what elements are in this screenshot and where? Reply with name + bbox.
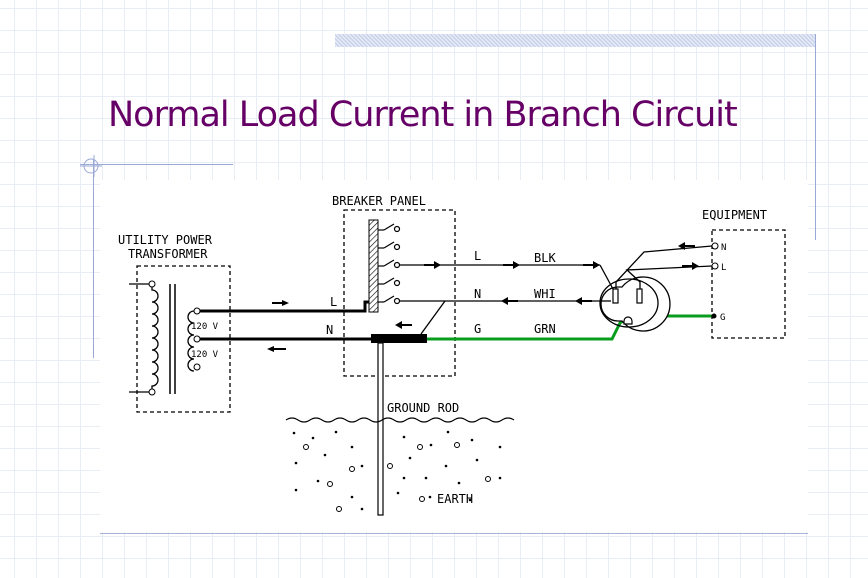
receptacle-ground-hole xyxy=(623,316,633,325)
secondary-terminal-center xyxy=(193,335,201,343)
breaker-panel-enclosure xyxy=(343,209,456,377)
equipment-enclosure xyxy=(711,229,786,339)
voltage-label-top: 120 V xyxy=(191,322,219,332)
secondary-terminal-bottom xyxy=(193,363,201,371)
breaker-switches xyxy=(378,223,401,305)
receptacle-body xyxy=(599,278,659,328)
equipment-terminal-g xyxy=(711,313,717,319)
earth-label: EARTH xyxy=(437,492,473,506)
feeder-conductors xyxy=(200,300,371,352)
receptacle-slot-left xyxy=(612,288,619,304)
cord-line xyxy=(625,265,713,289)
primary-terminal-top xyxy=(148,280,156,288)
feeder-line-conductor xyxy=(200,300,369,313)
crosshair-ornament-icon xyxy=(80,155,102,177)
earth-soil-pebbles xyxy=(303,442,491,512)
panel-line-label: L xyxy=(330,295,337,309)
transformer-label-line2: TRANSFORMER xyxy=(128,247,208,261)
breaker-panel: BREAKER PANEL L N xyxy=(326,194,456,377)
wire-letter-l: L xyxy=(474,249,481,263)
current-arrow-feeder-line xyxy=(282,300,289,306)
equipment-terminal-l xyxy=(711,262,719,270)
primary-terminal-bottom xyxy=(148,388,156,396)
current-arrows-cord xyxy=(678,242,699,270)
wire-letter-g: G xyxy=(474,322,481,336)
receptacle-slot-right xyxy=(636,288,643,304)
panel-bus-bar xyxy=(368,219,379,313)
secondary-winding xyxy=(187,310,195,372)
left-accent-rule xyxy=(93,160,94,358)
equipment: EQUIPMENT N L G xyxy=(702,208,786,339)
ground-rod-label: GROUND ROD xyxy=(387,401,459,415)
equipment-terminal-n xyxy=(711,242,719,250)
ground-rod xyxy=(377,342,384,516)
wire-color-grn: GRN xyxy=(534,322,556,336)
equipment-terminal-n-label: N xyxy=(721,243,726,253)
earth-soil-dots xyxy=(292,430,502,511)
header-accent-bar xyxy=(335,34,815,47)
wire-color-blk: BLK xyxy=(534,251,556,265)
current-arrow-feeder-neutral xyxy=(267,346,274,352)
equipment-label: EQUIPMENT xyxy=(702,208,767,222)
current-arrows-neutral xyxy=(395,297,592,329)
current-arrows-line xyxy=(424,261,600,269)
utility-transformer: UTILITY POWER TRANSFORMER 120 V 120 V xyxy=(118,233,231,413)
wire-letter-n: N xyxy=(474,287,481,301)
receptacle-outlet xyxy=(599,242,713,332)
right-accent-rule xyxy=(815,34,816,240)
primary-winding xyxy=(151,282,159,394)
wire-color-whi: WHI xyxy=(534,287,556,301)
breaker-panel-label: BREAKER PANEL xyxy=(332,194,426,208)
cord-neutral xyxy=(615,245,713,289)
ground-wire-grn xyxy=(427,314,712,341)
neutral-ground-bar xyxy=(371,334,427,343)
equipment-terminal-l-label: L xyxy=(721,263,726,273)
transformer-label-line1: UTILITY POWER xyxy=(118,233,213,247)
secondary-terminal-top xyxy=(193,307,201,315)
branch-circuit-diagram: UTILITY POWER TRANSFORMER 120 V 120 V BR… xyxy=(100,180,808,532)
slide-title: Normal Load Current in Branch Circuit xyxy=(108,95,738,135)
title-underline-rule xyxy=(80,164,233,165)
panel-neutral-label: N xyxy=(326,323,333,337)
ground-surface xyxy=(285,417,515,423)
grounding-electrode: GROUND ROD EARTH xyxy=(285,342,515,516)
footer-rule xyxy=(100,533,808,534)
equipment-terminal-g-label: G xyxy=(720,313,725,323)
voltage-label-bottom: 120 V xyxy=(191,350,219,360)
